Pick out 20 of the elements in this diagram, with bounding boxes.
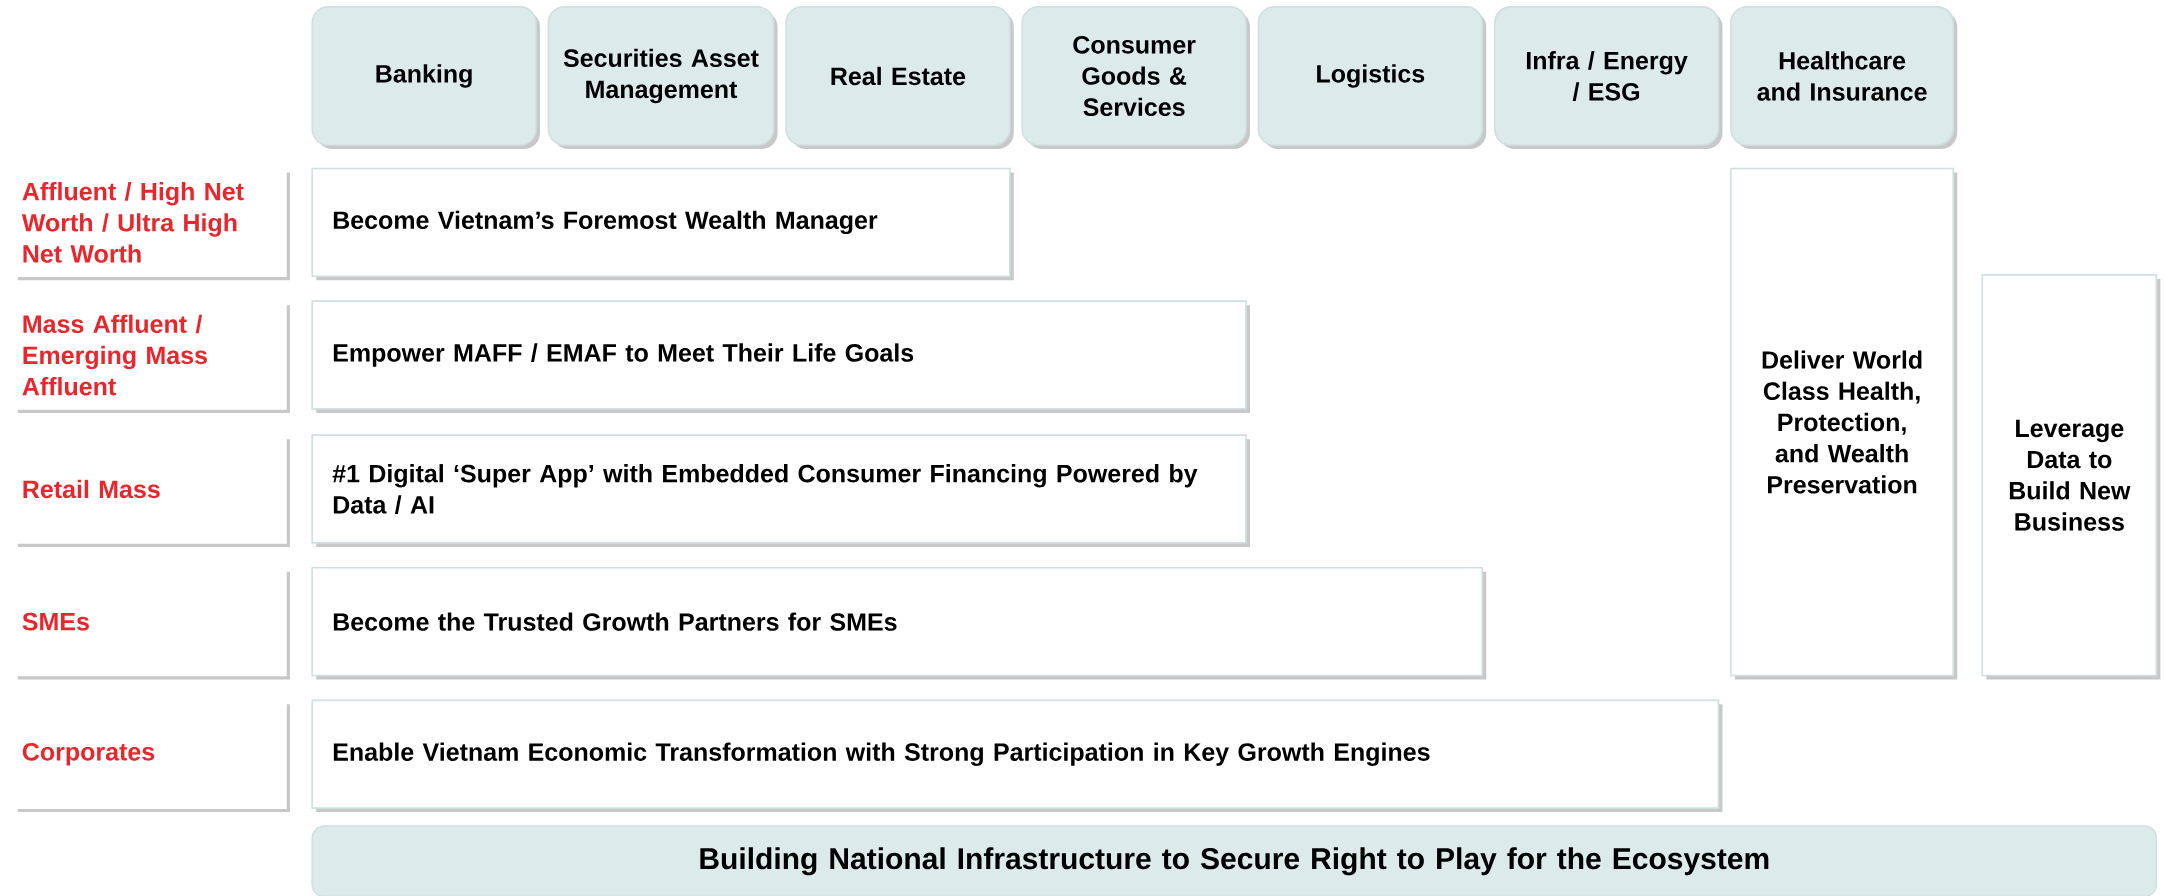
- sector-tab: Securities Asset Management: [547, 6, 778, 150]
- sector-tab: Infra / Energy / ESG: [1493, 6, 1723, 150]
- goal-box: Deliver World Class Health, Protection, and Wealth Preservation: [1730, 167, 1958, 680]
- segment-box: Affluent / High Net Worth / Ultra High Net Worth: [13, 167, 290, 281]
- segment-box: Mass Affluent / Emerging Mass Affluent: [13, 300, 290, 413]
- foundation-bar: Building National Infrastructure to Secure Right to Play for the Ecosystem: [311, 825, 2158, 896]
- goal-box: Empower MAFF / EMAF to Meet Their Life Goals: [311, 300, 1250, 413]
- segment-box: Retail Mass: [13, 434, 290, 547]
- goal-box: Become the Trusted Growth Partners for SMEs: [311, 566, 1487, 680]
- segment-box: SMEs: [13, 566, 290, 680]
- sector-tab: Banking: [311, 6, 540, 150]
- sector-tab: Logistics: [1257, 6, 1487, 150]
- segment-box: Corporates: [13, 699, 290, 813]
- sector-tab: Real Estate: [785, 6, 1014, 150]
- sector-tab: Consumer Goods & Services: [1021, 6, 1250, 150]
- sector-tab: Healthcare and Insurance: [1730, 6, 1958, 150]
- goal-box: Leverage Data to Build New Business: [1981, 274, 2161, 680]
- goal-box: Become Vietnam’s Foremost Wealth Manager: [311, 167, 1014, 281]
- goal-box: Enable Vietnam Economic Transformation with Strong Participation in Key Growth Engines: [311, 699, 1723, 813]
- goal-box: #1 Digital ‘Super App’ with Embedded Consumer Financing Powered by Data / AI: [311, 434, 1250, 547]
